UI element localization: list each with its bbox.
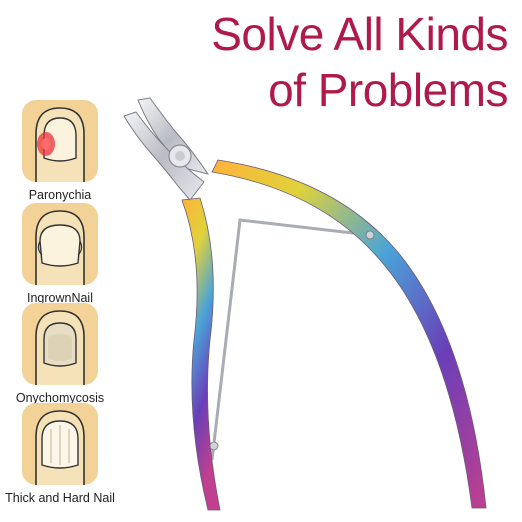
condition-label: Thick and Hard Nail	[5, 491, 115, 505]
condition-ingrown-nail: IngrownNail	[0, 203, 120, 305]
condition-onychomycosis: Onychomycosis	[0, 303, 120, 405]
condition-card	[22, 303, 98, 385]
condition-label: IngrownNail	[26, 291, 93, 305]
condition-card	[22, 100, 98, 182]
headline: Solve All Kinds of Problems	[211, 6, 508, 118]
onychomycosis-finger-icon	[35, 310, 85, 385]
condition-card	[22, 403, 98, 485]
condition-paronychia: Paronychia	[0, 100, 120, 202]
condition-thick-hard-nail: Thick and Hard Nail	[0, 403, 120, 505]
condition-label: Paronychia	[28, 188, 92, 202]
condition-card	[22, 203, 98, 285]
headline-line-1: Solve All Kinds	[211, 8, 508, 60]
paronychia-finger-icon	[35, 107, 85, 182]
ingrown-nail-finger-icon	[35, 210, 85, 285]
cuticle-nipper-icon	[123, 97, 487, 511]
headline-line-2: of Problems	[268, 64, 508, 116]
condition-label: Onychomycosis	[15, 391, 105, 405]
thick-hard-nail-finger-icon	[35, 410, 85, 485]
